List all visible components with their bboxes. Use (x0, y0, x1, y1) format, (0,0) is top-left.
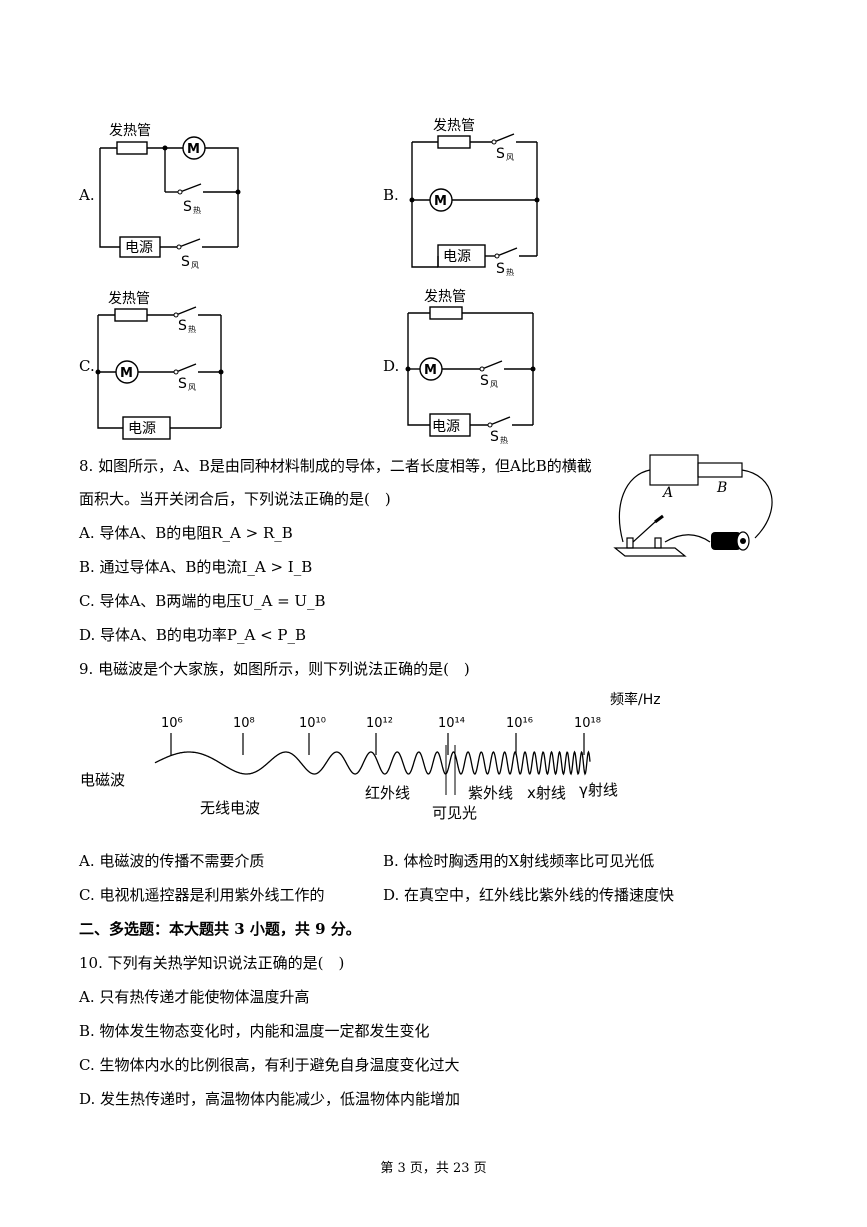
label-a: A (661, 485, 673, 501)
q9-option-c: C. 电视机遥控器是利用紫外线工作的 (79, 886, 325, 904)
option-b-letter: B. (383, 186, 399, 204)
frequency-tick-label: 10¹⁰ (299, 716, 326, 731)
frequency-tick-label: 10⁶ (161, 716, 183, 731)
motor-label: M (120, 366, 133, 381)
switch-label: S (178, 376, 187, 392)
frequency-tick-label: 10¹² (366, 716, 393, 731)
heater-label: 发热管 (109, 123, 151, 139)
q10-stem: 10. 下列有关热学知识说法正确的是( ) (79, 954, 345, 972)
q10-option-c: C. 生物体内水的比例很高，有利于避免自身温度变化过大 (79, 1056, 460, 1074)
q10-option-a: A. 只有热传递才能使物体温度升高 (79, 988, 310, 1006)
q10-option-d: D. 发生热传递时，高温物体内能减少，低温物体内能增加 (79, 1090, 461, 1108)
circuit-a: 发热管 M 电源 S 热 S 风 (99, 123, 241, 270)
power-label: 电源 (443, 249, 471, 265)
power-label: 电源 (125, 240, 153, 256)
band-infrared: 红外线 (365, 784, 410, 802)
power-label: 电源 (128, 421, 156, 437)
switch-subscript: 热 (506, 267, 514, 277)
switch-subscript: 风 (506, 153, 514, 162)
heater-label: 发热管 (424, 289, 466, 305)
switch-label: S (183, 199, 192, 215)
switch-subscript: 热 (188, 324, 196, 334)
switch-subscript: 热 (500, 435, 508, 445)
motor-label: M (424, 363, 437, 378)
q9-option-d: D. 在真空中，红外线比紫外线的传播速度快 (383, 886, 675, 904)
q8-option-d: D. 导体A、B的电功率P_A < P_B (79, 626, 307, 644)
switch-label: S (496, 261, 505, 277)
frequency-tick-label: 10¹⁶ (506, 716, 533, 731)
switch-subscript: 热 (193, 205, 201, 215)
switch-subscript: 风 (191, 261, 199, 270)
freq-axis-label: 频率/Hz (610, 691, 661, 708)
power-label: 电源 (432, 419, 460, 435)
motor-label: M (434, 194, 447, 209)
band-visible: 可见光 (432, 804, 477, 822)
switch-subscript: 风 (490, 380, 498, 389)
band-gamma: γ射线 (579, 781, 618, 799)
em-wave-label: 电磁波 (80, 771, 125, 789)
q10-option-b: B. 物体发生物态变化时，内能和温度一定都发生变化 (79, 1022, 430, 1040)
band-radio: 无线电波 (200, 799, 260, 817)
band-ultraviolet: 紫外线 (468, 784, 513, 802)
circuit-b: 发热管 M 电源 S 风 S 热 (409, 118, 540, 277)
q9-option-a: A. 电磁波的传播不需要介质 (79, 852, 265, 870)
q9-option-b: B. 体检时胸透用的X射线频率比可见光低 (383, 852, 655, 870)
option-a-letter: A. (79, 186, 95, 204)
circuit-d: 发热管 M 电源 S 风 S 热 (405, 289, 536, 445)
heater-label: 发热管 (108, 291, 150, 307)
option-c-letter: C. (79, 357, 95, 375)
label-b: B (716, 480, 727, 496)
page-footer: 第 3 页，共 23 页 (380, 1161, 487, 1176)
battery-icon (711, 531, 750, 551)
frequency-tick-label: 10¹⁴ (438, 716, 465, 731)
switch-label: S (490, 429, 499, 445)
option-d-letter: D. (383, 357, 400, 375)
switch-label: S (178, 318, 187, 334)
em-spectrum-diagram: 频率/Hz 电磁波 10⁶ 10⁸ 10¹⁰ 10¹² 10¹⁴ 10¹⁶ 10¹⁸ 无线电… (80, 691, 661, 822)
section-heading: 二、多选题：本大题共 3 小题，共 9 分。 (79, 920, 361, 938)
q8-option-a: A. 导体A、B的电阻R_A > R_B (79, 524, 293, 542)
q8-option-b: B. 通过导体A、B的电流I_A > I_B (79, 558, 313, 576)
band-xray: x射线 (527, 784, 566, 802)
q8-stem-line2: 面积大。当开关闭合后，下列说法正确的是( ) (79, 490, 391, 508)
q8-option-c: C. 导体A、B两端的电压U_A = U_B (79, 592, 326, 610)
q9-stem: 9. 电磁波是个大家族，如图所示，则下列说法正确的是( ) (79, 660, 470, 678)
q8-stem-line1: 8. 如图所示，A、B是由同种材料制成的导体，二者长度相等，但A比B的横截 (79, 457, 592, 475)
wave-curve (154, 750, 591, 776)
heater-label: 发热管 (433, 118, 475, 134)
conductor-circuit-figure: A B (613, 454, 773, 557)
circuit-c: 发热管 M 电源 S 热 S 风 (95, 291, 224, 440)
switch-label: S (496, 146, 505, 162)
frequency-tick-label: 10⁸ (233, 716, 255, 731)
switch-label: S (480, 373, 489, 389)
switch-label: S (181, 254, 190, 270)
switch-subscript: 风 (188, 383, 196, 392)
motor-label: M (187, 142, 200, 157)
frequency-tick-label: 10¹⁸ (574, 716, 601, 731)
